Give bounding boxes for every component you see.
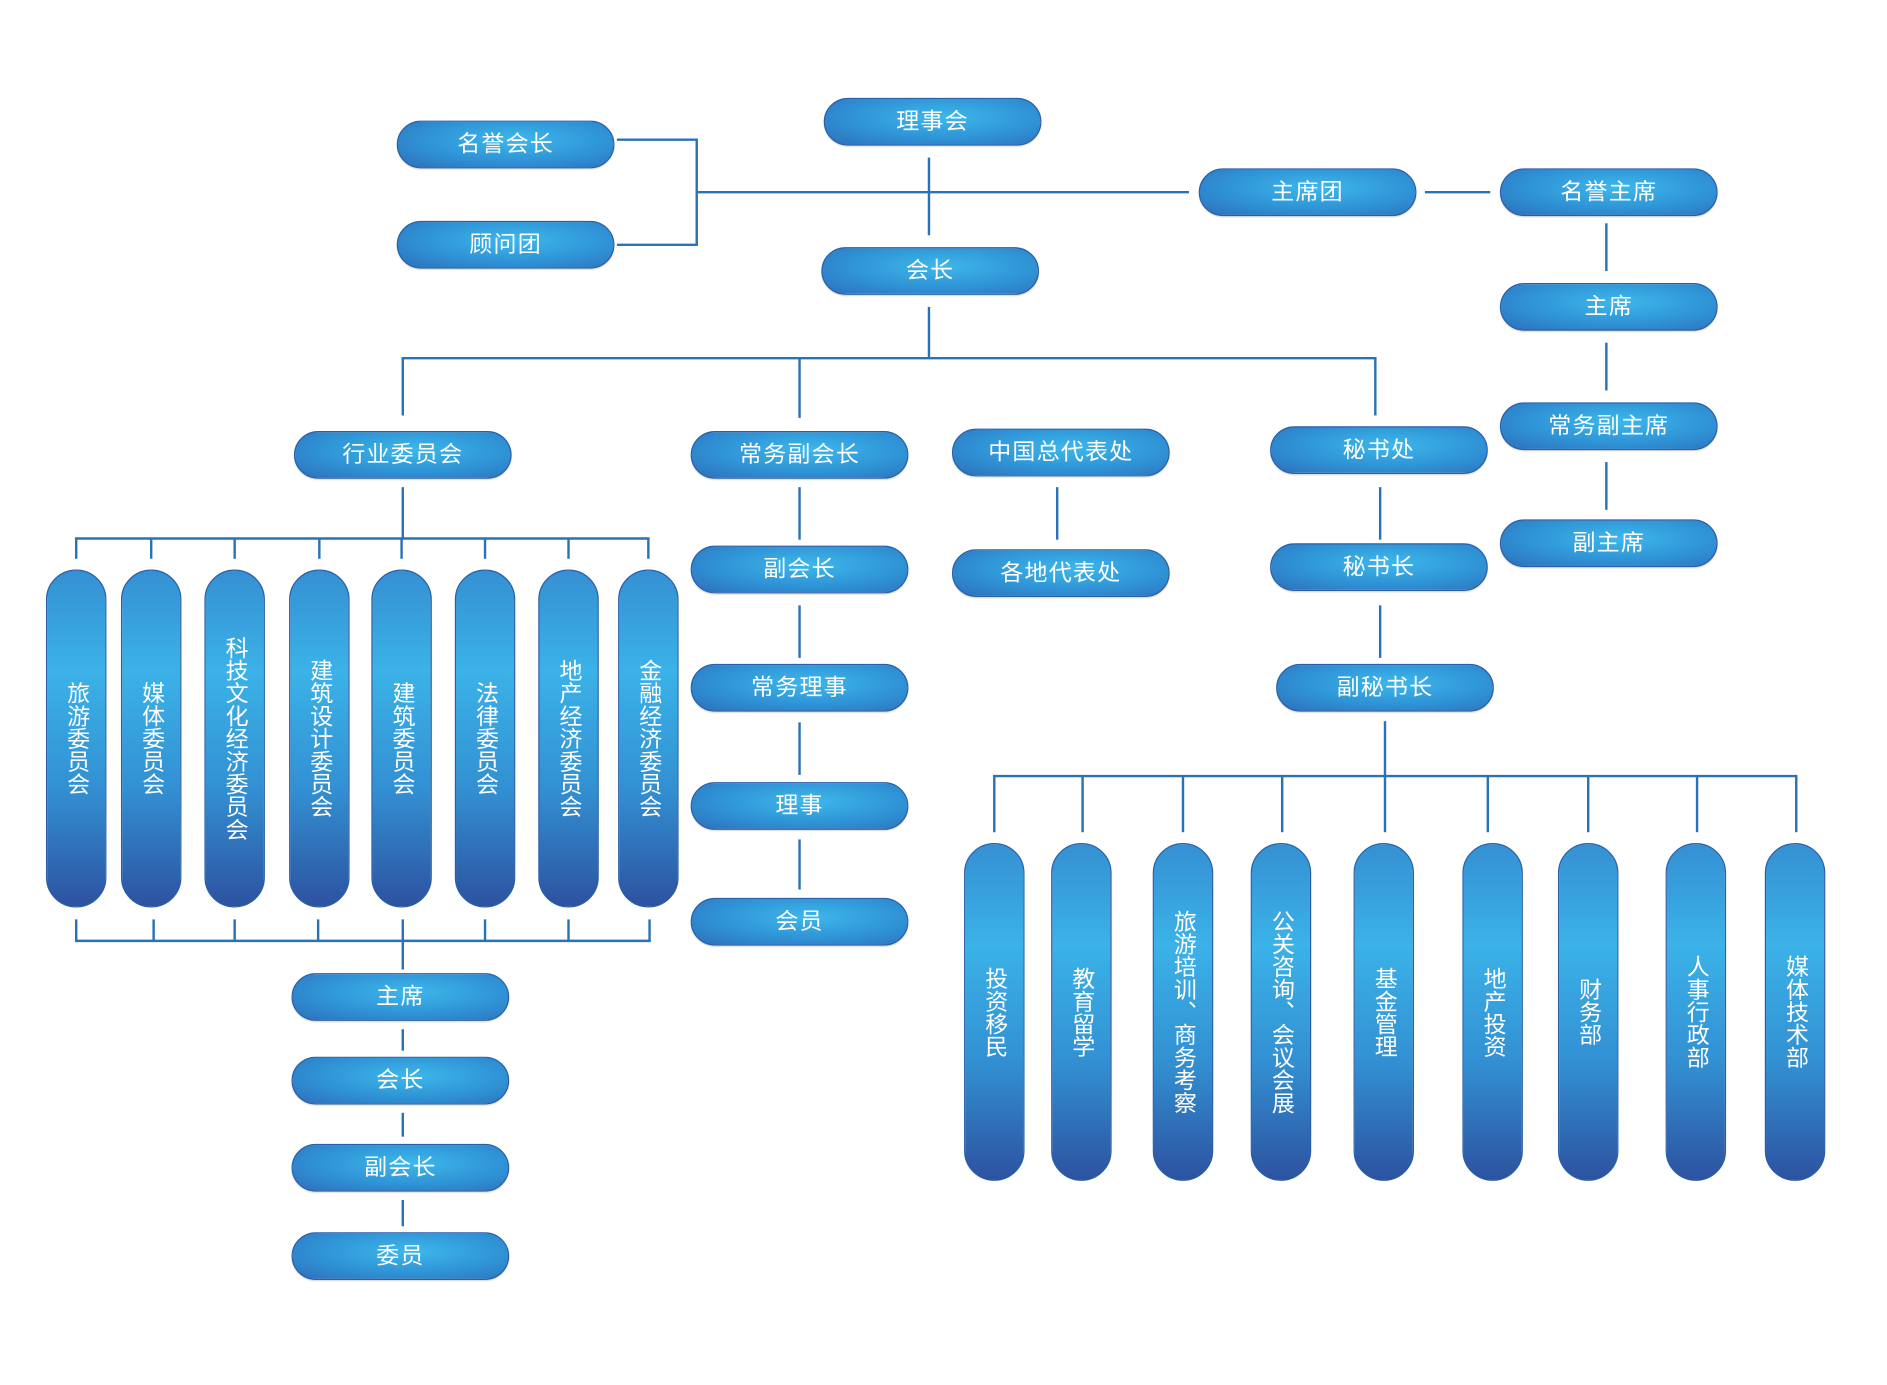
department-label: 人事行政部 [1683, 955, 1710, 1069]
department-node: 媒体技术部 [1764, 842, 1826, 1181]
committee-node: 建筑委员会 [371, 569, 432, 908]
node-industry-committee: 行业委员会 [293, 431, 512, 479]
node-president: 会长 [821, 247, 1040, 295]
node-vice-chairman: 副主席 [1499, 519, 1718, 568]
department-label: 投资移民 [981, 966, 1009, 1058]
department-node: 地产投资 [1462, 842, 1523, 1181]
node-advisors: 顾问团 [396, 220, 615, 269]
node-local-rep-offices: 各地代表处 [951, 549, 1170, 597]
node-exec-vice-president: 常务副会长 [690, 431, 909, 479]
department-label: 公关咨询、会议会展 [1268, 909, 1295, 1115]
committee-node: 地产经济委员会 [538, 569, 599, 908]
node-committee-role: 会长 [291, 1056, 510, 1105]
department-node: 财务部 [1557, 842, 1619, 1181]
node-deputy-secretary-general: 副秘书长 [1276, 663, 1494, 712]
committee-label: 科技文化经济委员会 [221, 636, 249, 841]
department-node: 公关咨询、会议会展 [1250, 842, 1312, 1181]
committee-node: 法律委员会 [454, 569, 516, 908]
node-vp-chain: 副会长 [690, 545, 909, 594]
node-honorary-chairman: 名誉主席 [1499, 168, 1718, 217]
department-label: 财务部 [1575, 977, 1603, 1046]
department-label: 旅游培训、商务考察 [1170, 909, 1197, 1115]
committee-label: 旅游委员会 [63, 681, 91, 796]
node-committee-role: 委员 [291, 1232, 510, 1280]
committee-label: 建筑委员会 [388, 681, 416, 796]
department-label: 基金管理 [1371, 966, 1398, 1058]
committee-label: 法律委员会 [472, 681, 499, 796]
node-vp-chain: 常务理事 [690, 663, 909, 712]
department-label: 教育留学 [1068, 966, 1096, 1058]
node-presidium: 主席团 [1198, 168, 1417, 217]
node-secretary-general: 秘书长 [1270, 543, 1488, 592]
committee-node: 科技文化经济委员会 [204, 569, 265, 908]
committee-node: 旅游委员会 [45, 569, 107, 908]
node-china-rep-office: 中国总代表处 [951, 428, 1170, 477]
node-chairman: 主席 [1499, 282, 1718, 331]
committee-label: 金融经济委员会 [635, 659, 663, 818]
committee-label: 建筑设计委员会 [306, 659, 334, 818]
department-label: 媒体技术部 [1782, 955, 1809, 1069]
committee-node: 建筑设计委员会 [289, 569, 350, 908]
department-node: 教育留学 [1051, 842, 1112, 1181]
department-node: 人事行政部 [1665, 842, 1727, 1181]
committee-node: 金融经济委员会 [618, 569, 679, 908]
committee-label: 媒体委员会 [138, 681, 166, 796]
committee-label: 地产经济委员会 [555, 659, 583, 818]
node-vp-chain: 理事 [690, 782, 909, 830]
node-committee-role: 副会长 [291, 1143, 510, 1192]
node-committee-role: 主席 [291, 973, 510, 1021]
department-label: 地产投资 [1479, 966, 1507, 1058]
node-exec-vice-chairman: 常务副主席 [1499, 402, 1718, 451]
department-node: 基金管理 [1353, 842, 1415, 1181]
node-secretariat: 秘书处 [1270, 426, 1488, 475]
department-node: 旅游培训、商务考察 [1152, 842, 1214, 1181]
node-honorary-president: 名誉会长 [396, 120, 615, 169]
committee-node: 媒体委员会 [120, 569, 182, 908]
node-council: 理事会 [823, 97, 1042, 146]
department-node: 投资移民 [964, 842, 1025, 1181]
node-vp-chain: 会员 [690, 897, 909, 946]
